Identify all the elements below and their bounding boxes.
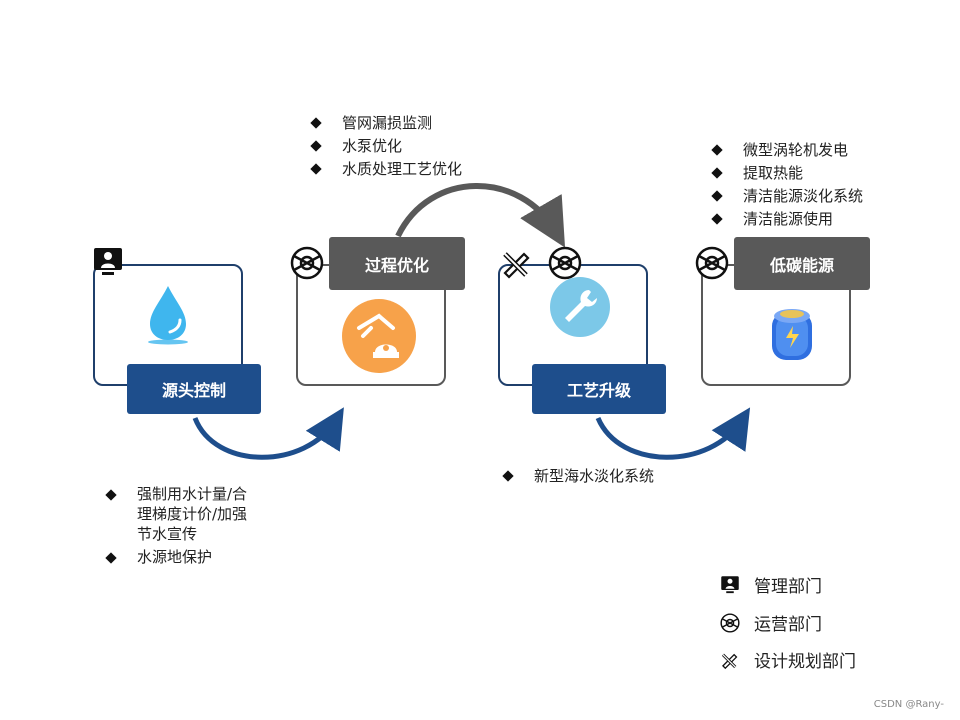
legend-item-operations: 运营部门 (720, 610, 822, 635)
stage-label-low-carbon-energy: 低碳能源 (734, 237, 870, 290)
stage-list-process-optimization: 管网漏损监测 水泵优化 水质处理工艺优化 (308, 112, 508, 181)
list-item: 微型涡轮机发电 (709, 139, 909, 162)
design-icon (503, 252, 530, 279)
list-item: 提取热能 (709, 162, 909, 185)
stage-label-craft-upgrade: 工艺升级 (532, 364, 666, 414)
list-item: 水源地保护 (103, 547, 283, 567)
arrow-source-to-process (192, 407, 344, 460)
operations-icon (290, 246, 324, 280)
watermark-text: CSDN @Rany- (873, 699, 944, 710)
legend-label: 运营部门 (754, 615, 822, 635)
water-drop-icon (148, 286, 188, 345)
arrow-process-to-craft (395, 183, 566, 248)
stage-label-process-optimization: 过程优化 (329, 237, 465, 290)
list-item: 清洁能源使用 (709, 208, 909, 231)
design-icon (721, 653, 738, 669)
stage-list-source-control: 强制用水计量/合 理梯度计价/加强 节水宣传 水源地保护 (103, 484, 283, 570)
wrench-icon (550, 277, 610, 337)
list-item: 水泵优化 (308, 135, 508, 158)
legend-item-design: 设计规划部门 (720, 647, 856, 672)
manager-icon (94, 248, 122, 275)
legend-label: 管理部门 (754, 577, 822, 597)
list-item: 管网漏损监测 (308, 112, 508, 135)
stage-list-craft-upgrade: 新型海水淡化系统 (500, 465, 700, 488)
list-item: 水质处理工艺优化 (308, 158, 508, 181)
list-item: 新型海水淡化系统 (500, 465, 700, 488)
list-item: 强制用水计量/合 理梯度计价/加强 节水宣传 (103, 484, 283, 544)
legend-label: 设计规划部门 (754, 652, 856, 672)
operations-icon (548, 246, 582, 280)
battery-icon (772, 309, 812, 360)
manager-icon (721, 575, 739, 593)
operations-icon (695, 246, 729, 280)
legend-item-manager: 管理部门 (720, 572, 822, 597)
stage-label-source-control: 源头控制 (127, 364, 261, 414)
arrow-craft-to-energy (595, 407, 751, 460)
list-item: 清洁能源淡化系统 (709, 185, 909, 208)
pipe-alarm-icon (342, 299, 416, 373)
operations-icon (720, 612, 740, 633)
stage-list-low-carbon-energy: 微型涡轮机发电 提取热能 清洁能源淡化系统 清洁能源使用 (709, 139, 909, 231)
